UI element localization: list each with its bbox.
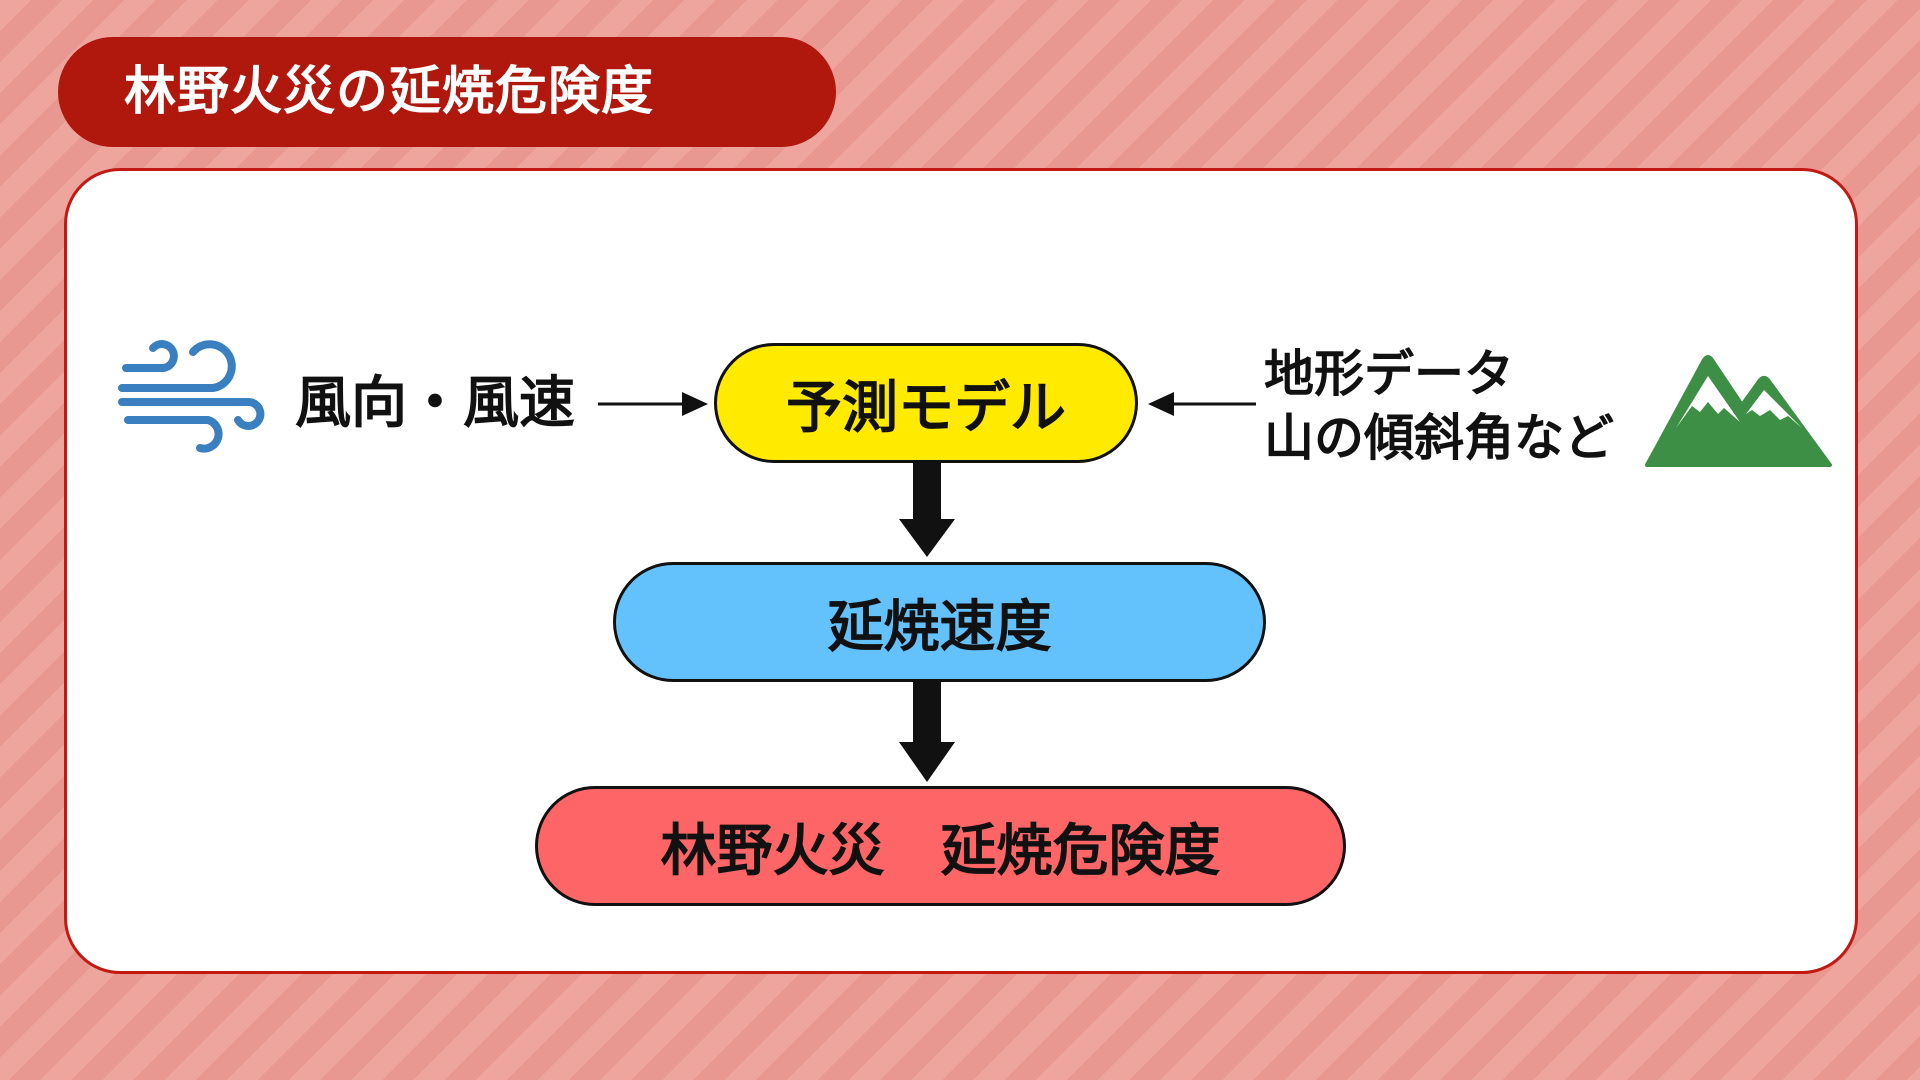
arrow-model-to-speed: [899, 463, 955, 557]
prediction-model-node: 予測モデル: [714, 343, 1138, 463]
terrain-label: 地形データ 山の傾斜角など: [1264, 342, 1614, 470]
terrain-label-line2: 山の傾斜角など: [1264, 409, 1614, 467]
wind-icon: [118, 340, 265, 453]
wind-label: 風向・風速: [295, 371, 575, 436]
mountain-icon: [1645, 355, 1832, 467]
arrow-terrain-to-model: [1148, 392, 1256, 416]
wildfire-risk-node: 林野火災 延焼危険度: [535, 786, 1346, 906]
arrow-speed-to-risk: [899, 682, 955, 782]
page-title: 林野火災の延焼危険度: [58, 37, 836, 147]
spread-speed-node: 延焼速度: [613, 562, 1266, 682]
terrain-label-line1: 地形データ: [1264, 345, 1514, 403]
arrow-wind-to-model: [598, 392, 708, 416]
